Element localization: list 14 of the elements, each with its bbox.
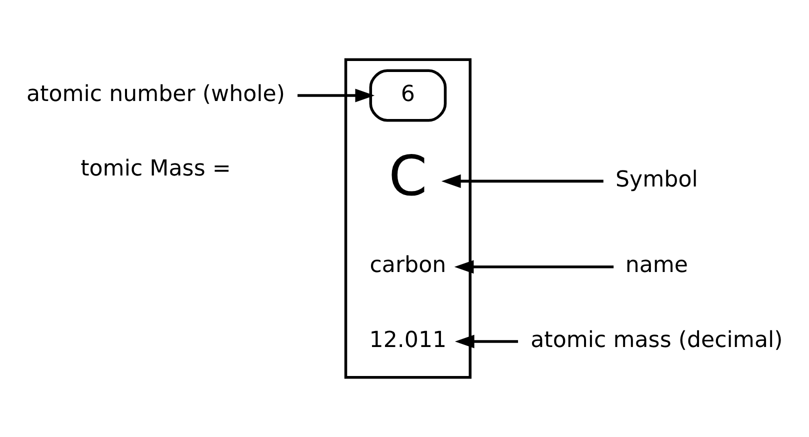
arrow <box>441 174 604 188</box>
arrow <box>454 334 518 348</box>
node-box: 6 <box>369 69 447 122</box>
node-text: name <box>625 252 688 278</box>
node-text: atomic number (whole) <box>26 80 286 107</box>
arrow <box>454 260 614 274</box>
node-text: C <box>388 145 428 210</box>
cluster <box>344 58 472 379</box>
node-text: Symbol <box>616 166 698 192</box>
node-text: carbon <box>370 252 446 278</box>
node-text: 12.011 <box>369 326 447 353</box>
label: tomic Mass = <box>80 155 231 182</box>
node-text: atomic mass (decimal) <box>530 326 783 353</box>
arrow <box>298 88 375 102</box>
